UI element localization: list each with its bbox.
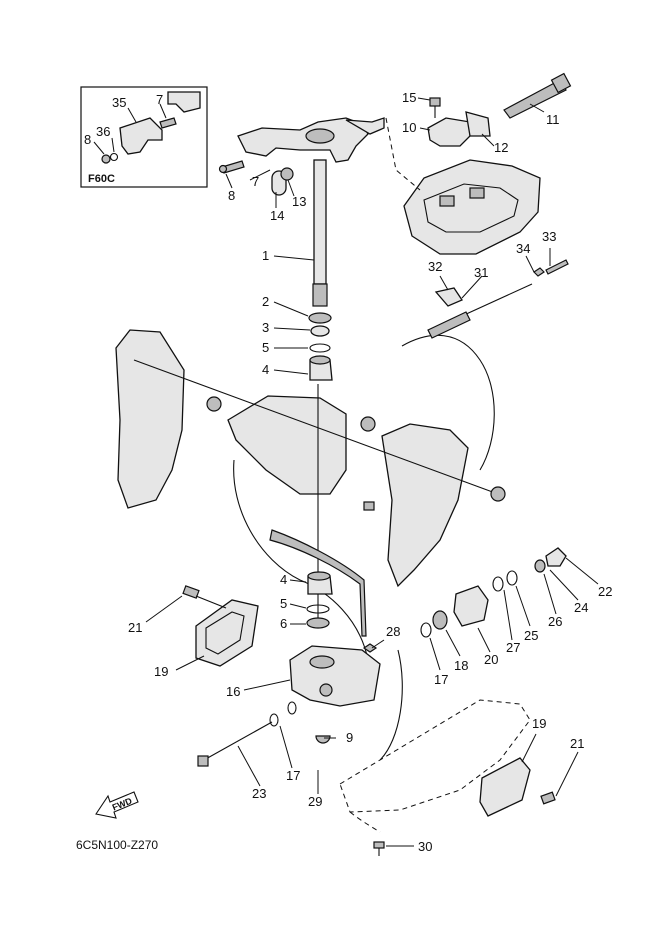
callout-19-right: 19 <box>532 716 546 731</box>
callout-22: 22 <box>598 584 612 599</box>
callout-numbers: 35 7 36 8 7 8 14 13 1 2 3 5 4 15 10 11 1… <box>84 90 612 854</box>
lower-case-outline <box>339 699 531 856</box>
callout-1: 1 <box>262 248 269 263</box>
lower-mount-assembly <box>289 547 567 744</box>
callout-32: 32 <box>428 259 442 274</box>
callout-6: 6 <box>280 616 287 631</box>
callout-28: 28 <box>386 624 400 639</box>
callout-9: 9 <box>346 730 353 745</box>
callout-18: 18 <box>454 658 468 673</box>
side-covers <box>182 585 556 817</box>
callout-19-left: 19 <box>154 664 168 679</box>
callout-21-left: 21 <box>128 620 142 635</box>
callout-25: 25 <box>524 628 538 643</box>
callout-31: 31 <box>474 265 488 280</box>
callout-5: 5 <box>262 340 269 355</box>
callout-10: 10 <box>402 120 416 135</box>
callout-3: 3 <box>262 320 269 335</box>
shaft-bushings <box>308 312 333 381</box>
callout-13: 13 <box>292 194 306 209</box>
callout-15: 15 <box>402 90 416 105</box>
callout-17-right: 17 <box>434 672 448 687</box>
callout-8-inset: 8 <box>84 132 91 147</box>
callout-12: 12 <box>494 140 508 155</box>
callout-35: 35 <box>112 95 126 110</box>
callout-2: 2 <box>262 294 269 309</box>
inset-label: F60C <box>88 173 115 185</box>
callout-7-inset: 7 <box>156 92 163 107</box>
callout-27: 27 <box>506 640 520 655</box>
callout-17-left: 17 <box>286 768 300 783</box>
fwd-arrow: FWD <box>95 791 139 819</box>
callout-24: 24 <box>574 600 588 615</box>
callout-5-lower: 5 <box>280 596 287 611</box>
callout-16: 16 <box>226 684 240 699</box>
callout-30: 30 <box>418 839 432 854</box>
callout-4: 4 <box>262 362 269 377</box>
cable-assembly <box>427 259 569 339</box>
callout-33: 33 <box>542 229 556 244</box>
callout-21-right: 21 <box>570 736 584 751</box>
callout-34: 34 <box>516 241 530 256</box>
callout-leaders <box>145 97 599 847</box>
callout-11: 11 <box>546 112 560 127</box>
callout-29: 29 <box>308 794 322 809</box>
callout-8: 8 <box>228 188 235 203</box>
callout-20: 20 <box>484 652 498 667</box>
callout-7: 7 <box>252 174 259 189</box>
inset-box-f60c: F60C <box>80 86 208 188</box>
swivel-bracket-assembly <box>115 329 506 761</box>
drawing-code: 6C5N100-Z270 <box>76 838 158 852</box>
callout-36: 36 <box>96 124 110 139</box>
fwd-label: FWD <box>111 795 134 812</box>
callout-4-lower: 4 <box>280 572 287 587</box>
callout-14: 14 <box>270 208 284 223</box>
upper-mount-assembly <box>385 72 572 255</box>
steering-arm-assembly <box>218 117 385 307</box>
callout-23: 23 <box>252 786 266 801</box>
callout-26: 26 <box>548 614 562 629</box>
